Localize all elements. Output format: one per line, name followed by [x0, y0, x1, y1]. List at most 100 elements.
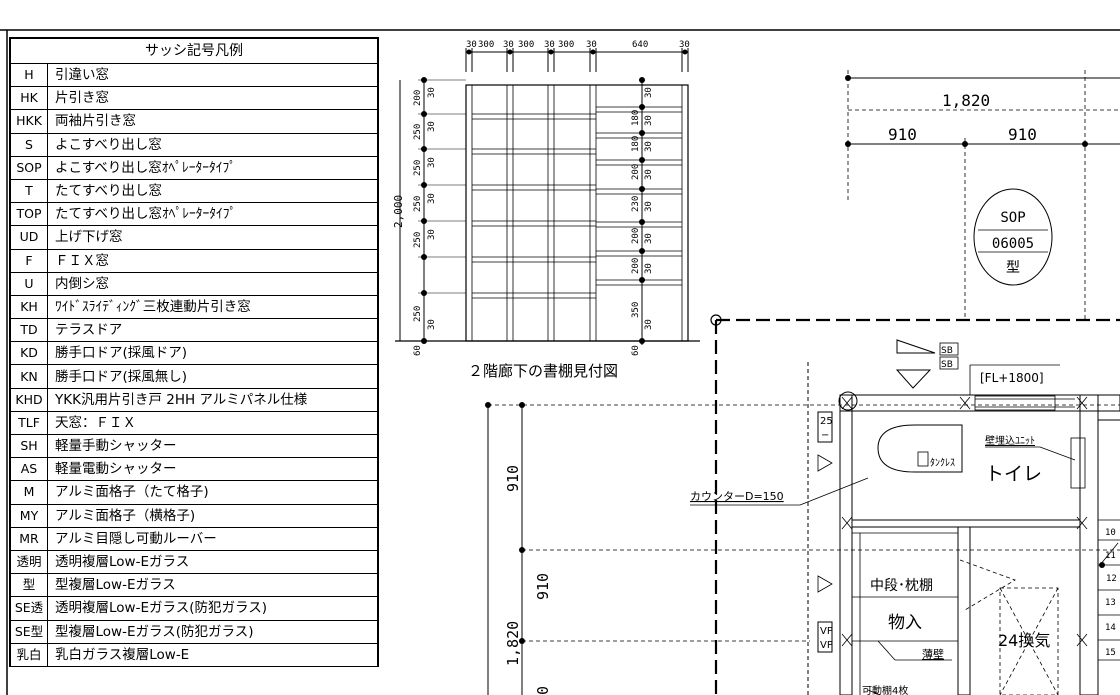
legend-description: 上げ下げ窓: [47, 225, 377, 250]
bookshelf-left-dim: 250: [413, 232, 423, 248]
bookshelf-left-dim: 30: [427, 87, 437, 98]
legend-code: TLF: [11, 411, 48, 436]
bookshelf-top-dim: 30: [679, 40, 690, 50]
thin-wall-label: 薄壁: [922, 647, 944, 661]
bookshelf-left-dim: 250: [413, 196, 423, 212]
legend-description: 軽量電動シャッター: [47, 457, 377, 482]
storage-label: 物入: [888, 613, 922, 633]
bookshelf-left-dim: 30: [427, 229, 437, 240]
bookshelf-left-dim: 30: [427, 157, 437, 168]
bookshelf-right-dim: 180: [631, 110, 641, 126]
legend-code: KD: [11, 341, 48, 366]
legend-title: サッシ記号凡例: [11, 39, 377, 64]
bookshelf-left-dim: 250: [413, 124, 423, 140]
legend-row: 乳白乳白ガラス複層Low-E: [11, 643, 377, 667]
bookshelf-right-dim: 180: [631, 136, 641, 152]
window-tag-number: 06005: [992, 236, 1034, 252]
bookshelf-right-dim: 30: [644, 87, 654, 98]
legend-description: たてすべり出し窓: [47, 179, 377, 204]
bookshelf-right-dim: 200: [631, 164, 641, 180]
legend-code: HK: [11, 86, 48, 111]
bookshelf-right-dim: 30: [644, 201, 654, 212]
legend-code: TD: [11, 318, 48, 343]
legend-code: SE透: [11, 596, 48, 621]
bookshelf-top-dim: 30: [466, 40, 477, 50]
legend-description: 型複層Low-Eガラス: [47, 573, 377, 598]
legend-code: T: [11, 179, 48, 204]
bookshelf-right-dim: 30: [644, 233, 654, 244]
bookshelf-overall-height: 2,000: [392, 195, 405, 228]
plan-dim-total: 1,820: [942, 91, 990, 110]
legend-code: KHD: [11, 388, 48, 412]
legend-description: 乳白ガラス複層Low-E: [47, 643, 377, 667]
plan-vert-a: 910: [504, 465, 522, 492]
legend-row: SE型型複層Low-Eガラス(防犯ガラス): [11, 620, 377, 644]
legend-code: SH: [11, 434, 48, 459]
counter-label: カウンターD=150: [690, 490, 784, 503]
shelf-label: 中段･枕棚: [870, 578, 933, 594]
window-tag-type: SOP: [1000, 210, 1025, 226]
legend-description: 勝手口ドア(採風無し): [47, 364, 377, 389]
bookshelf-right-dim: 30: [644, 141, 654, 152]
bookshelf-top-dim: 30: [586, 40, 597, 50]
plan-vert-total: 1,820: [504, 621, 522, 666]
plan-dim-a: 910: [888, 125, 917, 144]
legend-code: M: [11, 480, 48, 505]
movable-shelf-label: 可動棚4枚: [862, 684, 908, 695]
bookshelf-top-dim: 300: [478, 40, 494, 50]
sb-label-bottom: SB: [941, 360, 953, 370]
right-number: 15: [1105, 648, 1116, 658]
bookshelf-left-dim: 250: [413, 306, 423, 322]
legend-code: SE型: [11, 620, 48, 644]
toilet-label: トイレ: [985, 463, 1042, 485]
legend-code: UD: [11, 225, 48, 250]
fl-height-label: [FL+1800]: [980, 371, 1044, 385]
legend-code: 透明: [11, 550, 48, 575]
bookshelf-left-dim: 30: [427, 319, 437, 330]
bookshelf-right-dim: 200: [631, 228, 641, 244]
bookshelf-bottom-right-dim: 60: [631, 345, 641, 356]
bookshelf-caption: ２階廊下の書棚見付図: [468, 362, 618, 380]
sb-label-top: SB: [941, 346, 953, 356]
legend-code: SOP: [11, 156, 48, 180]
legend-code: S: [11, 133, 48, 157]
legend-description: よこすべり出し窓: [47, 133, 377, 157]
legend-description: アルミ面格子（横格子): [47, 504, 377, 528]
bookshelf-top-dim: 30: [503, 40, 514, 50]
legend-code: H: [11, 64, 48, 88]
legend-code: MY: [11, 504, 48, 528]
legend-description: 型複層Low-Eガラス(防犯ガラス): [47, 620, 377, 644]
bookshelf-left-dim: 30: [427, 193, 437, 204]
bookshelf-right-dim: 200: [631, 258, 641, 274]
legend-description: 引違い窓: [47, 64, 377, 88]
bookshelf-elevation: [395, 48, 700, 345]
bookshelf-right-dim: 30: [644, 263, 654, 274]
bookshelf-top-dim: 300: [558, 40, 574, 50]
legend-code: KN: [11, 364, 48, 389]
tankless-label: ﾀﾝｸﾚｽ: [930, 457, 955, 469]
right-number: 11: [1105, 551, 1116, 561]
legend-description: 天窓：ＦＩＸ: [47, 411, 377, 436]
tag-25: 25: [820, 416, 833, 427]
bookshelf-top-dim: 640: [632, 40, 648, 50]
legend-description: たてすべり出し窓ｵﾍﾟﾚｰﾀｰﾀｲﾌﾟ: [47, 202, 377, 227]
legend-description: よこすべり出し窓ｵﾍﾟﾚｰﾀｰﾀｲﾌﾟ: [47, 156, 377, 180]
legend-description: ＦＩＸ窓: [47, 249, 377, 273]
right-number: 14: [1105, 623, 1116, 633]
right-number: 10: [1105, 528, 1116, 538]
